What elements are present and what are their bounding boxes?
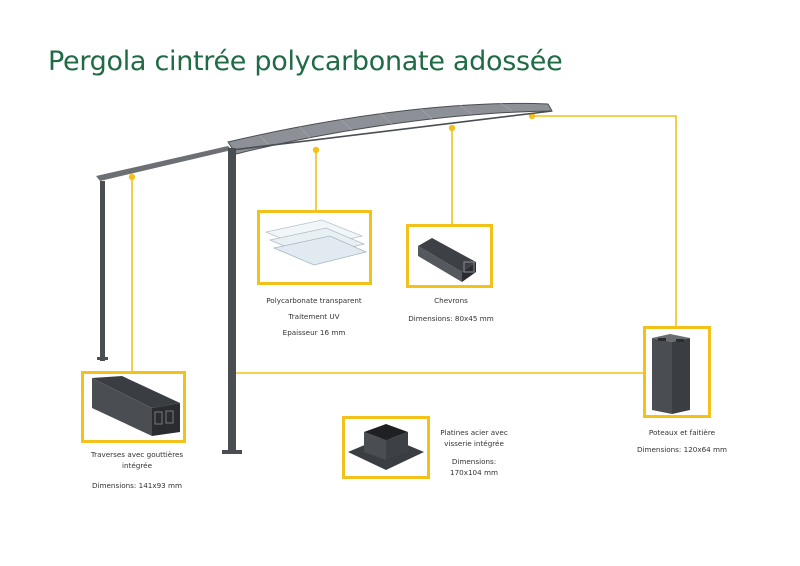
platines-line3: Dimensions: xyxy=(451,457,497,466)
traverses-line3: Dimensions: 141x93 mm xyxy=(91,481,183,490)
traverses-line2: intégrée xyxy=(122,461,152,470)
traverses-line1: Traverses avec gouttières xyxy=(90,450,184,459)
platines-line1: Platines acier avec xyxy=(440,428,508,437)
roof-panel xyxy=(227,102,553,155)
traverses-label: Traverses avec gouttières intégrée Dimen… xyxy=(78,450,196,490)
polycarbonate-box xyxy=(257,210,372,285)
polycarbonate-line2: Traitement UV xyxy=(288,312,340,321)
page-title: Pergola cintrée polycarbonate adossée xyxy=(48,46,563,77)
poteaux-box xyxy=(643,326,711,418)
traverses-box xyxy=(81,371,186,443)
poteaux-line2: Dimensions: 120x64 mm xyxy=(636,445,728,454)
leader-poteaux xyxy=(532,115,677,326)
chevrons-box xyxy=(406,224,493,288)
platines-line4: 170x104 mm xyxy=(450,468,498,477)
platines-label: Platines acier avec visserie intégrée Di… xyxy=(420,428,528,477)
pergola-structure xyxy=(96,102,553,454)
chevrons-line2: Dimensions: 80x45 mm xyxy=(408,314,494,323)
platines-box xyxy=(342,416,430,479)
poteaux-label: Poteaux et faitière Dimensions: 120x64 m… xyxy=(624,428,740,454)
chevrons-label: Chevrons Dimensions: 80x45 mm xyxy=(396,296,506,323)
polycarbonate-line3: Epaisseur 16 mm xyxy=(282,328,346,337)
polycarbonate-label: Polycarbonate transparent Traitement UV … xyxy=(250,296,378,337)
leader-lines xyxy=(131,115,677,374)
poteaux-line1: Poteaux et faitière xyxy=(648,428,716,437)
platines-line2: visserie intégrée xyxy=(444,439,504,448)
chevrons-line1: Chevrons xyxy=(434,296,468,305)
polycarbonate-line1: Polycarbonate transparent xyxy=(266,296,362,305)
